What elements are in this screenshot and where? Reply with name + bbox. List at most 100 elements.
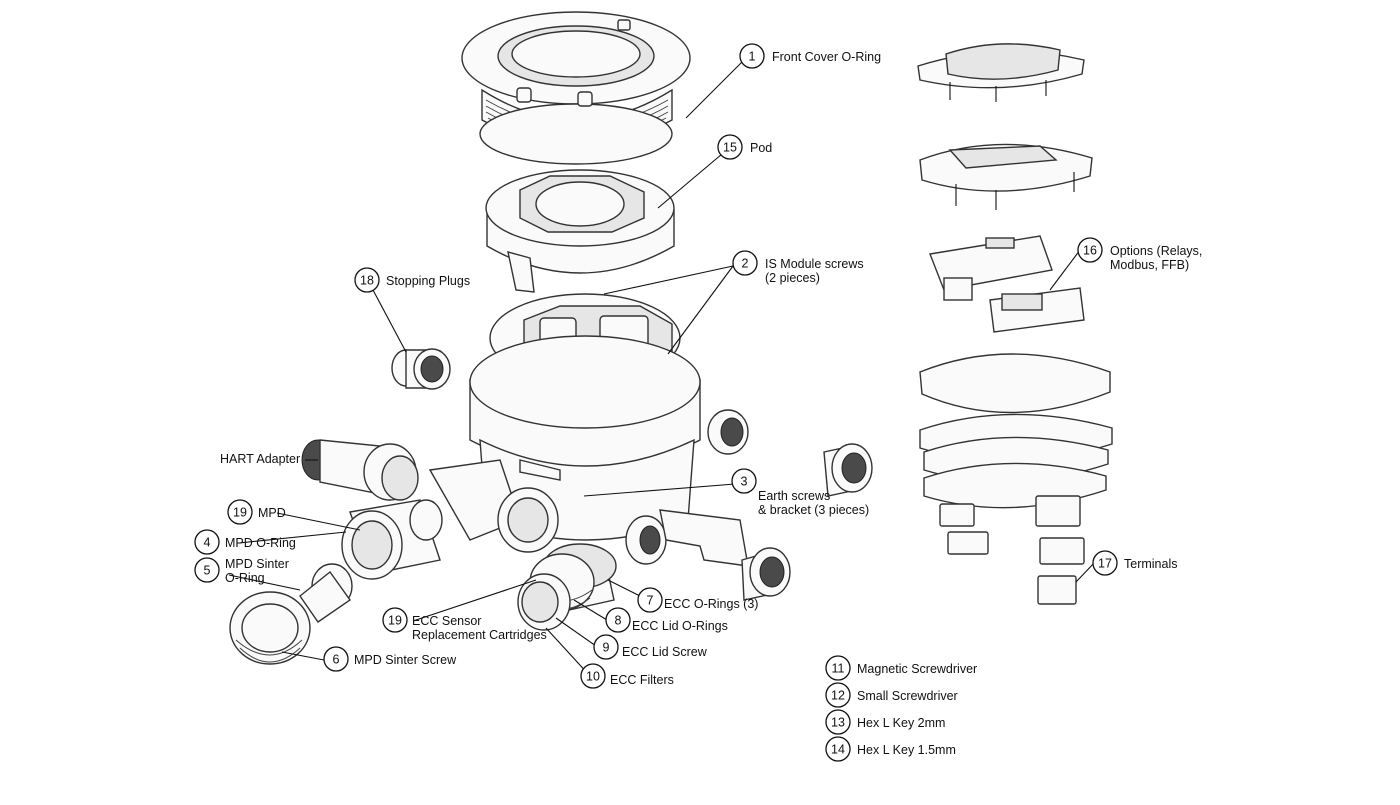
callout-label: MPD O-Ring [225, 536, 296, 550]
callout-label: MPD Sinter Screw [354, 653, 457, 667]
callout-number: 17 [1098, 557, 1112, 571]
callout-number: 18 [360, 274, 374, 288]
callout-earth-screws: 3 Earth screws & bracket (3 pieces) [731, 468, 869, 517]
callout-ecc-lid-screw: 9 ECC Lid Screw [593, 634, 708, 660]
callout-number-circle [825, 736, 851, 762]
callout-number-circle [825, 709, 851, 735]
callout-small-screwdriver: 12 Small Screwdriver [825, 682, 958, 708]
callout-number: 2 [742, 257, 749, 271]
callout-stopping-plugs: 18 Stopping Plugs [354, 267, 470, 293]
hart-adapter [301, 439, 419, 501]
callout-is-module-screws: 2 IS Module screws (2 pieces) [732, 250, 864, 285]
callout-number: 15 [723, 141, 737, 155]
callout-number-circle [354, 267, 380, 293]
callout-number: 9 [603, 641, 610, 655]
callout-number: 8 [615, 614, 622, 628]
callout-hex-l-key-1-5mm: 14 Hex L Key 1.5mm [825, 736, 956, 762]
callout-number-circle [739, 43, 765, 69]
callout-mpd: 19 MPD [227, 499, 286, 525]
callout-number: 14 [831, 743, 845, 757]
callout-label: Magnetic Screwdriver [857, 662, 977, 676]
callout-label: ECC Sensor [412, 614, 481, 628]
pod [485, 169, 675, 293]
stopping-plugs-right [741, 443, 873, 601]
callout-label: Hex L Key 1.5mm [857, 743, 956, 757]
callout-front-cover-o-ring: 1 Front Cover O-Ring [739, 43, 881, 69]
callout-ecc-filters: 10 ECC Filters [580, 663, 674, 689]
callout-number-circle [1077, 237, 1103, 263]
callout-label: ECC Lid Screw [622, 645, 708, 659]
callout-number-circle [194, 529, 220, 555]
callout-number: 3 [741, 475, 748, 489]
callout-ecc-o-rings: 7 ECC O-Rings (3) [637, 587, 758, 613]
callout-number: 5 [204, 564, 211, 578]
callout-number: 12 [831, 689, 845, 703]
callout-number: 10 [586, 670, 600, 684]
callout-number-circle [323, 646, 349, 672]
callout-mpd-o-ring: 4 MPD O-Ring [194, 529, 296, 555]
callout-options: 16 Options (Relays, Modbus, FFB) [1077, 237, 1202, 272]
callout-label: HART Adapter [220, 452, 300, 466]
leader-lines [228, 61, 1097, 677]
callout-number: 19 [233, 506, 247, 520]
callout-label: Modbus, FFB) [1110, 258, 1189, 272]
callout-ecc-sensor-cartridges: 19 ECC Sensor Replacement Cartridges [382, 607, 547, 642]
display-board [919, 143, 1093, 210]
callout-mpd-sinter-screw: 6 MPD Sinter Screw [323, 646, 457, 672]
callout-number-circle [1092, 550, 1118, 576]
callout-number-circle [717, 134, 743, 160]
terminal-tray [919, 353, 1113, 509]
callout-number-circle [825, 655, 851, 681]
callout-label: Front Cover O-Ring [772, 50, 881, 64]
callout-label: Replacement Cartridges [412, 628, 547, 642]
callout-label: Terminals [1124, 557, 1178, 571]
callout-label: ECC Lid O-Rings [632, 619, 728, 633]
callout-number-circle [732, 250, 758, 276]
terminal-blocks [939, 495, 1085, 605]
callout-magnetic-screwdriver: 11 Magnetic Screwdriver [825, 655, 977, 681]
callout-number: 19 [388, 614, 402, 628]
ecc-cartridge [517, 543, 617, 631]
front-cover [461, 11, 691, 165]
callout-label: O-Ring [225, 571, 265, 585]
callout-number-circle [580, 663, 606, 689]
callout-pod: 15 Pod [717, 134, 772, 160]
callout-number-circle [731, 468, 757, 494]
callout-hart-adapter: HART Adapter [220, 452, 300, 466]
callout-label: Hex L Key 2mm [857, 716, 945, 730]
callout-label: Pod [750, 141, 772, 155]
callout-number-circle [382, 607, 408, 633]
callout-number: 13 [831, 716, 845, 730]
callout-number: 16 [1083, 244, 1097, 258]
callout-number-circle [227, 499, 253, 525]
callout-label: Small Screwdriver [857, 689, 958, 703]
callout-number-circle [593, 634, 619, 660]
callout-label: & bracket (3 pieces) [758, 503, 869, 517]
callout-number-circle [637, 587, 663, 613]
callout-label: MPD [258, 506, 286, 520]
callout-number: 11 [832, 662, 845, 676]
callout-mpd-sinter-o-ring: 5 MPD Sinter O-Ring [194, 557, 289, 585]
lid-board [917, 43, 1085, 102]
callout-label: Options (Relays, [1110, 244, 1202, 258]
options-board [929, 235, 1085, 333]
callout-number: 1 [749, 50, 756, 64]
callout-label: MPD Sinter [225, 557, 289, 571]
mpd-assembly [229, 499, 443, 665]
stopping-plug-left [391, 348, 451, 390]
callout-hex-l-key-2mm: 13 Hex L Key 2mm [825, 709, 945, 735]
callout-number: 6 [333, 653, 340, 667]
main-housing [428, 293, 749, 567]
callout-label: ECC O-Rings (3) [664, 597, 758, 611]
callout-label: Stopping Plugs [386, 274, 470, 288]
callout-number: 4 [204, 536, 211, 550]
callout-number-circle [605, 607, 631, 633]
callout-terminals: 17 Terminals [1092, 550, 1178, 576]
callout-label: ECC Filters [610, 673, 674, 687]
callout-ecc-lid-o-rings: 8 ECC Lid O-Rings [605, 607, 728, 633]
callout-number-circle [194, 557, 220, 583]
callout-label: IS Module screws [765, 257, 864, 271]
callout-number-circle [825, 682, 851, 708]
